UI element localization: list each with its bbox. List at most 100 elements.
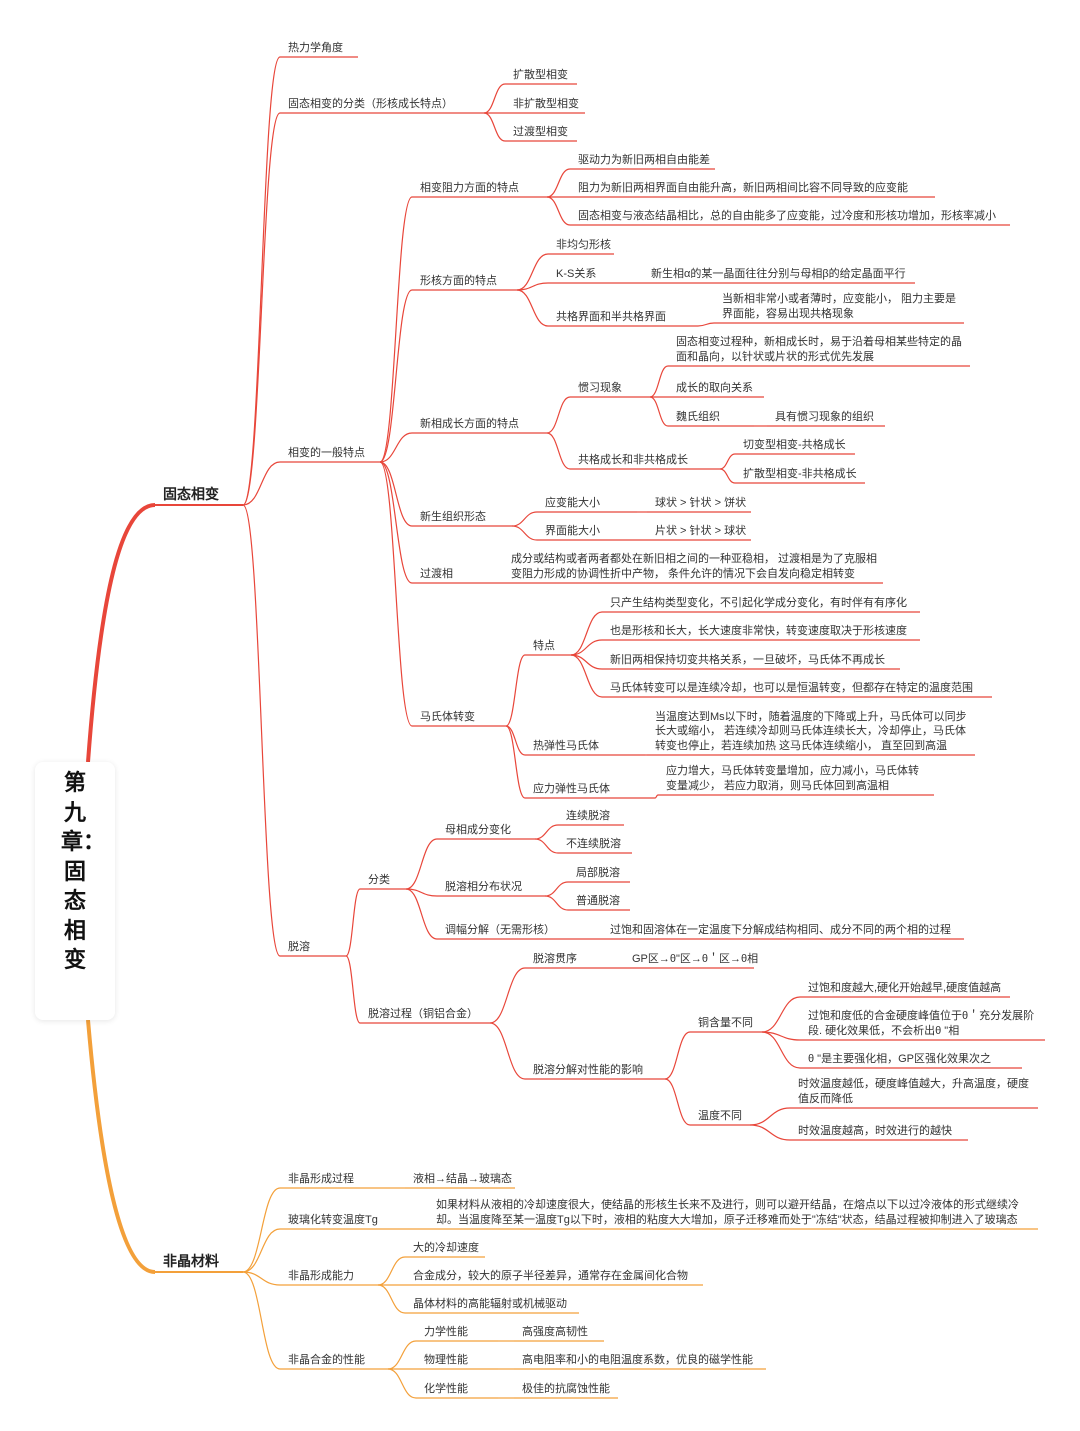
node-nuc-ks-desc[interactable]: 新生相α的某一晶面往往分别与母相β的给定晶面平行 (651, 267, 906, 280)
node-spinodal-desc[interactable]: 过饱和固溶体在一定温度下分解成结构相同、成分不同的两个相的过程 (610, 923, 951, 936)
node-ability[interactable]: 非晶形成能力 (288, 1269, 354, 1282)
node-tg-desc[interactable]: 如果材料从液相的冷却速度很大，使结晶的形核生长来不及进行，则可以避开结晶，在熔点… (436, 1199, 1019, 1226)
node-dist[interactable]: 脱溶相分布状况 (445, 880, 522, 893)
connector-feat_4 (570, 654, 603, 698)
node-temp[interactable]: 温度不同 (698, 1109, 742, 1122)
connector-habit (546, 396, 571, 434)
node-resist-3[interactable]: 固态相变与液态结晶相比，总的自由能多了应变能，过冷度和形核功增加，形核率减小 (578, 209, 996, 222)
node-transphase[interactable]: 过渡相 (420, 567, 453, 580)
node-precip[interactable]: 脱溶 (288, 940, 310, 953)
node-ab-1[interactable]: 大的冷却速度 (413, 1241, 479, 1254)
connector-resist_1 (546, 168, 571, 198)
node-temp-2[interactable]: 时效温度越高，时效进行的越快 (798, 1124, 952, 1137)
node-habit[interactable]: 惯习现象 (578, 381, 622, 394)
node-feat-2[interactable]: 也是形核和长大，长大速度非常快，转变速度取决于形核速度 (610, 624, 907, 637)
node-morph-strain-desc[interactable]: 球状 > 针状 > 饼状 (655, 496, 747, 509)
node-nuc-1[interactable]: 非均匀形核 (556, 238, 611, 251)
node-mother[interactable]: 母相成分变化 (445, 823, 511, 836)
node-resist-1[interactable]: 驱动力为新旧两相自由能差 (578, 153, 710, 166)
node-seq[interactable]: 脱溶贯序 (533, 952, 577, 965)
connector-nuc_ks (516, 282, 549, 291)
node-cu-1[interactable]: 过饱和度越大,硬化开始越早,硬度值越高 (808, 981, 1002, 994)
node-ab-3[interactable]: 晶体材料的高能辐射或机械驱动 (413, 1297, 567, 1310)
root-node[interactable] (35, 762, 115, 1020)
node-thermo-m[interactable]: 热弹性马氏体 (533, 739, 599, 752)
connector-ability (242, 1271, 281, 1286)
node-classify-diff[interactable]: 扩散型相变 (513, 68, 568, 81)
node-stress-m[interactable]: 应力弹性马氏体 (533, 782, 610, 795)
node-props[interactable]: 非晶合金的性能 (288, 1353, 365, 1366)
connector-cu_3 (761, 1031, 801, 1069)
node-phys[interactable]: 物理性能 (424, 1353, 468, 1366)
connector-effect (489, 1022, 526, 1080)
node-nuc-coh[interactable]: 共格界面和半共格界面 (556, 310, 666, 323)
node-cont[interactable]: 连续脱溶 (566, 809, 610, 822)
node-tg[interactable]: 玻璃化转变温度Tg (288, 1213, 378, 1226)
node-classify[interactable]: 固态相变的分类（形核成长特点） (288, 97, 453, 110)
connector-habit_1 (649, 365, 669, 398)
node-morph[interactable]: 新生组织形态 (420, 510, 486, 523)
connector-cogrowth (546, 432, 571, 470)
node-cogrowth[interactable]: 共格成长和非共格成长 (578, 453, 688, 466)
node-transphase-desc[interactable]: 成分或结构或者两者都处在新旧相之间的一种亚稳相， 过渡相是为了克服相变阻力形成的… (511, 553, 878, 580)
connector-temp_1 (749, 1107, 791, 1126)
node-discont[interactable]: 不连续脱溶 (566, 837, 621, 850)
node-growth[interactable]: 新相成长方面的特点 (420, 417, 519, 430)
node-feat-1[interactable]: 只产生结构类型变化，不引起化学成分变化，有时伴有有序化 (610, 596, 907, 609)
node-chem[interactable]: 化学性能 (424, 1382, 468, 1395)
node-general-p[interactable]: 普通脱溶 (576, 894, 620, 907)
node-solid[interactable]: 固态相变 (163, 486, 219, 502)
node-stress-m-desc[interactable]: 应力增大，马氏体转变量增加，应力减小，马氏体转变量减少， 若应力取消，则马氏体回… (666, 765, 919, 792)
node-phys-desc[interactable]: 高电阻率和小的电阻温度系数，优良的磁学性能 (522, 1353, 753, 1366)
node-cogrowth-1[interactable]: 切变型相变-共格成长 (743, 438, 846, 451)
node-classify-trans[interactable]: 过渡型相变 (513, 125, 568, 138)
node-habit-wid[interactable]: 魏氏组织 (676, 410, 720, 423)
node-nuc-ks[interactable]: K-S关系 (556, 267, 597, 280)
node-pcls[interactable]: 分类 (368, 873, 390, 886)
node-am-form-desc[interactable]: 液相→结晶→玻璃态 (413, 1172, 512, 1185)
node-thermo[interactable]: 热力学角度 (288, 41, 343, 54)
node-mech[interactable]: 力学性能 (424, 1325, 468, 1338)
node-resist[interactable]: 相变阻力方面的特点 (420, 181, 519, 194)
connector-am_form (242, 1187, 281, 1273)
node-morph-strain[interactable]: 应变能大小 (545, 496, 600, 509)
node-ab-2[interactable]: 合金成分，较大的原子半径差异，通常存在金属间化合物 (413, 1269, 688, 1282)
node-habit-1[interactable]: 固态相变过程种，新相成长时，易于沿着母相某些特定的晶面和晶向，以针状或片状的形式… (676, 336, 962, 363)
node-thermo-m-desc[interactable]: 当温度达到Ms以下时，随着温度的下降或上升，马氏体可以同步长大或缩小， 若连续冷… (655, 710, 967, 752)
node-process[interactable]: 脱溶过程（铜铝合金） (368, 1007, 478, 1020)
connector-classify (242, 112, 281, 506)
node-chem-desc[interactable]: 极佳的抗腐蚀性能 (522, 1382, 610, 1395)
connector-classify_diff (483, 83, 506, 114)
node-classify-nondiff[interactable]: 非扩散型相变 (513, 97, 579, 110)
node-am-form[interactable]: 非晶形成过程 (288, 1172, 354, 1185)
node-cogrowth-2[interactable]: 扩散型相变-非共格成长 (743, 467, 857, 480)
node-spinodal[interactable]: 调幅分解（无需形核） (445, 923, 555, 936)
node-seq-desc[interactable]: GP区→θ"区→θ＇区→θ相 (632, 952, 759, 965)
node-cu[interactable]: 铜含量不同 (698, 1016, 753, 1029)
node-cu-2[interactable]: 过饱和度低的合金硬度峰值位于θ＇充分发展阶段. 硬化效果低，不会析出θ "相 (808, 1010, 1035, 1037)
node-feat[interactable]: 特点 (533, 639, 555, 652)
connector-morph (379, 461, 413, 527)
node-morph-iface-desc[interactable]: 片状 > 针状 > 球状 (655, 524, 747, 537)
node-habit-2[interactable]: 成长的取向关系 (676, 381, 753, 394)
node-marten[interactable]: 马氏体转变 (420, 710, 475, 723)
connector-discont (534, 838, 559, 854)
connector-stress_m (505, 725, 526, 799)
connector-general (242, 461, 281, 506)
node-general[interactable]: 相变的一般特点 (288, 446, 365, 459)
node-local[interactable]: 局部脱溶 (576, 866, 620, 879)
node-temp-1[interactable]: 时效温度越低，硬度峰值越大，升高温度，硬度值反而降低 (798, 1078, 1029, 1105)
node-morph-iface[interactable]: 界面能大小 (545, 524, 600, 537)
node-habit-wid-desc[interactable]: 具有惯习现象的组织 (775, 410, 874, 423)
branch-line-amorphous (86, 1019, 156, 1274)
node-nuc-coh-desc[interactable]: 当新相非常小或者薄时，应变能小， 阻力主要是界面能，容易出现共格现象 (722, 293, 957, 320)
node-mech-desc[interactable]: 高强度高韧性 (522, 1325, 588, 1338)
node-feat-3[interactable]: 新旧两相保持切变共格关系，一旦破坏，马氏体不再成长 (610, 653, 885, 666)
node-cu-3[interactable]: θ "是主要强化相，GP区强化效果次之 (808, 1052, 991, 1065)
node-feat-4[interactable]: 马氏体转变可以是连续冷却，也可以是恒温转变，但都存在特定的温度范围 (610, 681, 973, 694)
node-nucleation[interactable]: 形核方面的特点 (420, 274, 497, 287)
connector-spinodal (405, 888, 438, 940)
node-amorph[interactable]: 非晶材料 (163, 1253, 219, 1269)
node-effect[interactable]: 脱溶分解对性能的影响 (533, 1063, 643, 1076)
node-resist-2[interactable]: 阻力为新旧两相界面自由能升高，新旧两相间比容不同导致的应变能 (578, 181, 908, 194)
